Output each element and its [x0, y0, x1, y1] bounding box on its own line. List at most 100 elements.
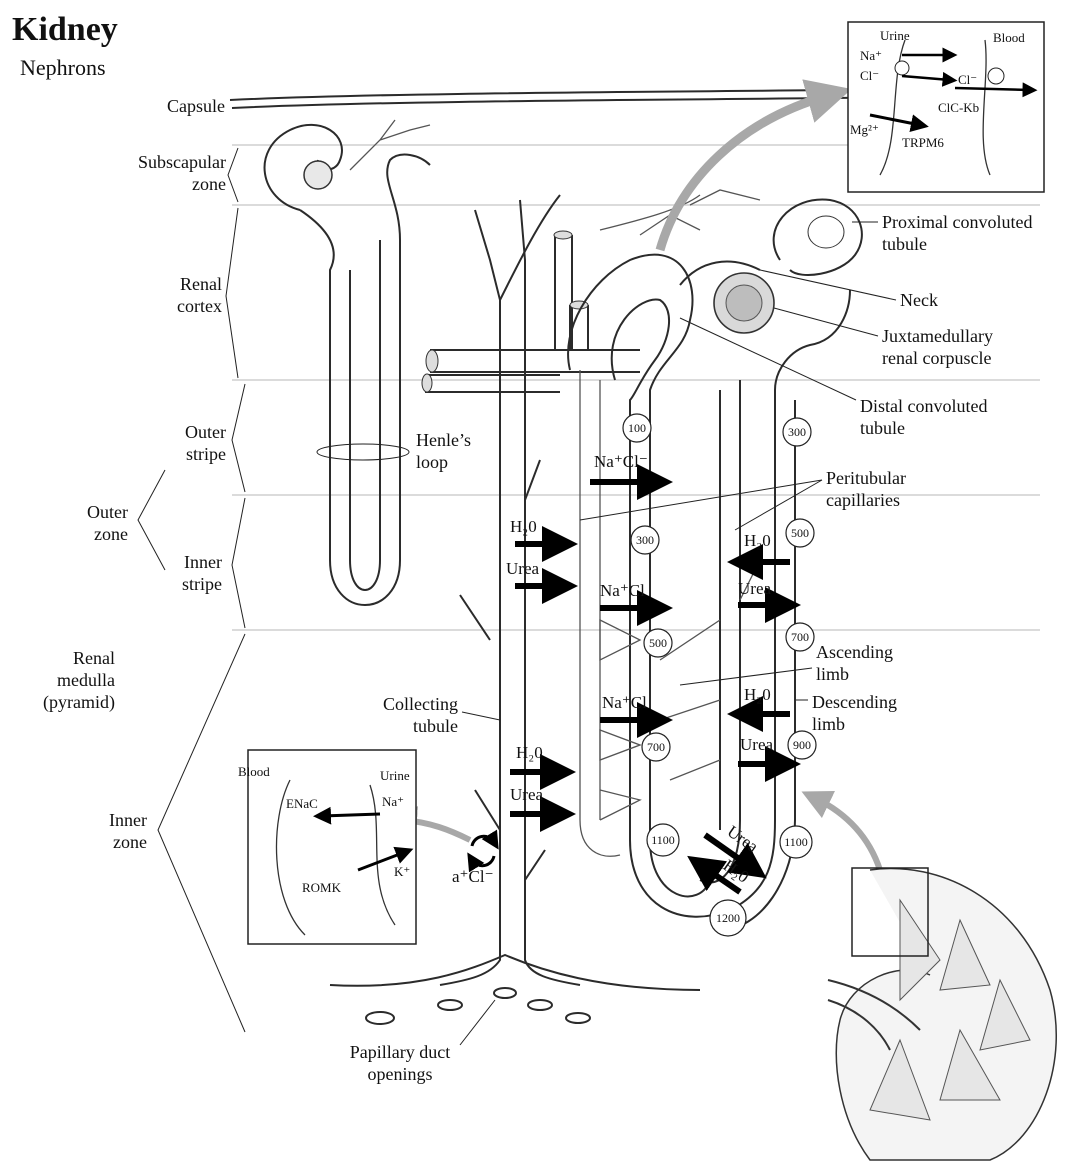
inset-bottom-blood: Blood: [238, 764, 270, 779]
label-subscapular: Subscapular: [138, 152, 226, 172]
inset-top-cl-arrow: [901, 71, 958, 87]
label-collecting-2: tubule: [413, 716, 458, 736]
inset-bottom-urine: Urine: [380, 768, 410, 783]
arcuate-vessels: [421, 230, 640, 393]
label-desc-2: limb: [812, 714, 845, 734]
flow-h2o-right-2: H₂0: [744, 685, 771, 704]
leader-juxta: [773, 307, 879, 337]
cortical-renal-corpuscle: [303, 160, 333, 190]
label-papillary-2: openings: [368, 1064, 433, 1084]
label-asc-1: Ascending: [816, 642, 893, 662]
inset-bottom-apical-membrane: [369, 784, 396, 926]
label-inner-zone-1: Inner: [109, 810, 147, 830]
inset-top-cl-exit-arrow: [954, 82, 1038, 98]
inset-top-blood: Blood: [993, 30, 1025, 45]
kidney-outline: [835, 867, 1057, 1161]
label-asc-2: limb: [816, 664, 849, 684]
inset-principal-cell: Blood Urine ENaC Na⁺ K⁺ ROMK: [238, 749, 417, 945]
osm-circle-1100-right: [779, 825, 813, 859]
arrow-h2o-bottom: [687, 855, 742, 895]
osm-circle-700-left: [641, 732, 671, 762]
inset-top-basolateral-membrane: [982, 39, 991, 176]
label-dct-1: Distal convoluted: [860, 396, 987, 416]
leader-peri-2: [734, 479, 823, 531]
arcuate-artery-end: [425, 349, 439, 373]
flow-h2o-left-2: H₂0: [516, 743, 543, 762]
inset-top-mg-arrow: [869, 113, 929, 133]
glomerulus: [725, 284, 763, 322]
osm-value-900-right: 900: [793, 738, 811, 752]
osmolarity-markers: 100 300 500 700 1100 1200 300 500 700 90…: [622, 413, 817, 937]
flow-h2o-right-1: H₂0: [744, 531, 771, 550]
neck-segment: [679, 260, 761, 286]
papilla-surface: [329, 953, 701, 991]
leader-dct: [679, 317, 857, 401]
collecting-branch-2: [459, 594, 491, 641]
inset-top-cl: Cl⁻: [860, 68, 879, 83]
label-outer-zone-2: zone: [94, 524, 128, 544]
vasa-recta-left: [579, 370, 621, 857]
renal-pyramids: [869, 898, 1031, 1121]
collecting-branch-4: [524, 459, 541, 501]
osm-value-500-left: 500: [649, 636, 667, 650]
capillary-loop-3: [599, 789, 642, 821]
collecting-branch-1: [499, 194, 561, 301]
inset-bottom-romk: ROMK: [302, 880, 342, 895]
capillary-loop-2: [599, 729, 642, 761]
flow-h2o-left-1: H₂0: [510, 517, 537, 536]
osm-value-500-right: 500: [791, 526, 809, 540]
osm-value-1100-left: 1100: [651, 833, 675, 847]
osm-circle-1100-left: [646, 823, 680, 857]
label-collecting-1: Collecting: [383, 694, 458, 714]
bracket-outer-stripe: [231, 383, 246, 493]
kidney-cross-section: [827, 867, 1057, 1161]
label-inner-zone-2: zone: [113, 832, 147, 852]
papillary-opening-3: [493, 987, 517, 999]
callout-arrow-top: [655, 79, 852, 252]
osm-circle-900-right: [787, 730, 817, 760]
bracket-subscapular: [227, 147, 239, 203]
leader-asc: [679, 667, 813, 686]
label-outer-stripe-1: Outer: [185, 422, 226, 442]
inset-top-urine: Urine: [880, 28, 910, 43]
arrow-urea-bottom: [703, 832, 767, 879]
papillary-opening-4: [527, 999, 553, 1011]
juxtamedullary-nephron: [567, 198, 863, 931]
osm-circle-700-right: [785, 622, 815, 652]
flow-urea-right-1: Urea: [738, 579, 771, 598]
inset-bottom-enac-arrow: [313, 806, 381, 825]
inset-thick-ascending-limb: Urine Blood Na⁺ Cl⁻ Cl⁻ ClC-Kb Mg²⁺ TRPM…: [847, 21, 1045, 193]
diagram-title: Kidney: [12, 11, 118, 48]
collecting-duct: [329, 194, 701, 1025]
cortical-vessel: [349, 119, 431, 171]
label-henle-1: Henle’s: [416, 430, 471, 450]
osm-circle-300-left: [630, 525, 660, 555]
bracket-inner-stripe: [231, 497, 246, 629]
arcuate-vein: [425, 374, 560, 393]
osm-value-700-right: 700: [791, 630, 809, 644]
interlobular-vessel-2: [569, 305, 589, 350]
transport-labels: Na⁺Cl⁻ H₂0 Urea Na⁺Cl Na⁺Cl H₂0 Urea H₂0…: [452, 452, 773, 887]
label-dct-2: tubule: [860, 418, 905, 438]
flow-nacl-3: Na⁺Cl: [602, 693, 647, 712]
inset-bottom-k: K⁺: [394, 864, 410, 879]
flow-urea-left-1: Urea: [506, 559, 539, 578]
flow-nacl-1: Na⁺Cl⁻: [594, 452, 648, 471]
label-medulla-2: medulla: [57, 670, 115, 690]
transport-arrows: [510, 464, 801, 895]
osm-circle-1200: [709, 899, 747, 937]
osm-circle-100: [622, 413, 652, 443]
label-cortex: cortex: [177, 296, 222, 316]
osm-circle-500-right: [785, 518, 815, 548]
label-peri-2: capillaries: [826, 490, 900, 510]
osm-circle-500-left: [643, 628, 673, 658]
label-pct-1: Proximal convoluted: [882, 212, 1032, 232]
inset-top-mg: Mg²⁺: [850, 122, 879, 137]
inset-bottom-enac: ENaC: [286, 796, 318, 811]
leader-neck: [759, 269, 897, 301]
label-outer-stripe-2: stripe: [186, 444, 226, 464]
recycle-arc-top: [470, 829, 499, 850]
label-henle-2: loop: [416, 452, 448, 472]
collecting-duct-right-wall: [519, 199, 581, 986]
